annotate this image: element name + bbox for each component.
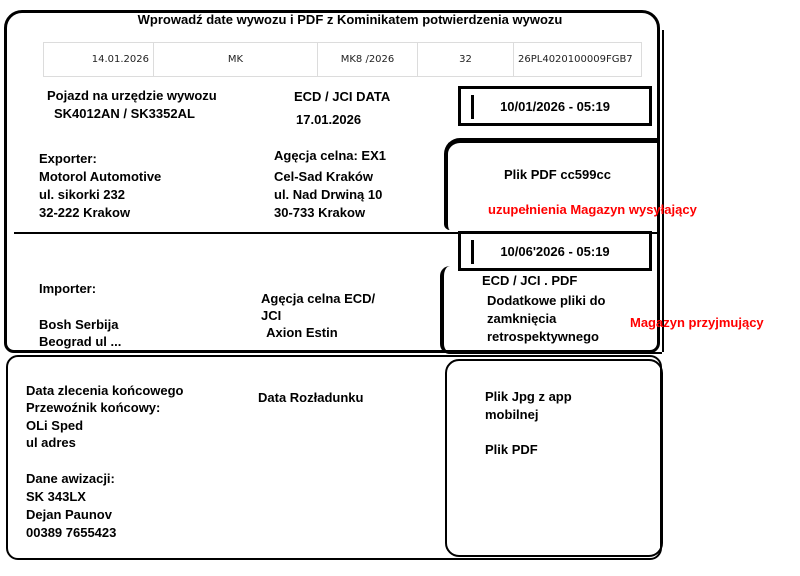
arrival-datetime-field[interactable]: 10/06'2026 - 05:19: [458, 231, 652, 271]
files-box[interactable]: [445, 359, 663, 557]
exporter-street: ul. sikorki 232: [39, 187, 125, 202]
page-title: Wprowadź date wywozu i PDF z Kominikatem…: [137, 12, 563, 27]
ecd-label: ECD / JCI DATA: [294, 89, 391, 104]
pdf-file-link[interactable]: Plik PDF: [485, 442, 538, 457]
advice-label: Dane awizacji:: [26, 471, 115, 486]
cursor-bar: [471, 95, 474, 119]
table-row: 14.01.2026 MK MK8 /2026 32 26PL402010000…: [43, 42, 642, 77]
import-agency-label-1: Agęcja celna ECD/: [261, 291, 376, 306]
ecd-date: 17.01.2026: [296, 112, 362, 127]
export-agency-street: ul. Nad Drwiną 10: [274, 187, 383, 202]
export-agency-label: Agęcja celna: EX1: [274, 148, 386, 163]
right-border-line: [662, 30, 664, 352]
cell-date[interactable]: 14.01.2026: [43, 42, 154, 77]
advice-driver: Dejan Paunov: [26, 507, 112, 522]
receiving-line-3: retrospektywnego: [487, 329, 599, 344]
cursor-bar: [471, 240, 474, 264]
vehicle-label: Pojazd na urzędzie wywozu: [47, 88, 217, 103]
pdf-upload-box[interactable]: [444, 138, 658, 230]
importer-name: Bosh Serbija: [39, 317, 119, 332]
import-agency-label-2: JCI: [261, 308, 282, 323]
top-section-frame: [4, 10, 660, 353]
cell-code[interactable]: MK: [153, 42, 318, 77]
final-carrier-name: OLi Sped: [26, 418, 84, 433]
receiving-warehouse-note: Magazyn przyjmujący: [630, 315, 764, 330]
jpg-file-line-1[interactable]: Plik Jpg z app: [485, 389, 572, 404]
exporter-city: 32-222 Krakow: [39, 205, 131, 220]
final-order-date-label: Data zlecenia końcowego: [26, 383, 184, 398]
departure-datetime-value: 10/01/2026 - 05:19: [500, 98, 610, 114]
pdf-file-label[interactable]: Plik PDF cc599cc: [504, 167, 611, 182]
exporter-label: Exporter:: [39, 151, 97, 166]
importer-address: Beograd ul ...: [39, 334, 122, 349]
cell-count[interactable]: 32: [417, 42, 514, 77]
final-carrier-label: Przewoźnik końcowy:: [26, 400, 161, 415]
departure-datetime-field[interactable]: 10/01/2026 - 05:19: [458, 86, 652, 126]
sending-warehouse-note: uzupełnienia Magazyn wysyłający: [488, 202, 697, 217]
arrival-datetime-value: 10/06'2026 - 05:19: [500, 243, 610, 259]
receiving-files-box[interactable]: [440, 266, 662, 354]
importer-label: Importer:: [39, 281, 97, 296]
jpg-file-line-2: mobilnej: [485, 407, 539, 422]
receiving-line-2: zamknięcia: [487, 311, 557, 326]
final-carrier-address: ul adres: [26, 435, 76, 450]
receiving-line-1: Dodatkowe pliki do: [487, 293, 606, 308]
summary-table: 14.01.2026 MK MK8 /2026 32 26PL402010000…: [43, 42, 642, 77]
section-divider: [14, 232, 658, 234]
vehicle-plates: SK4012AN / SK3352AL: [54, 106, 195, 121]
advice-phone: 00389 7655423: [26, 525, 117, 540]
export-agency-name: Cel-Sad Kraków: [274, 169, 373, 184]
cell-mrn[interactable]: 26PL4020100009FGB7: [513, 42, 642, 77]
advice-plate: SK 343LX: [26, 489, 86, 504]
unload-date-label: Data Rozładunku: [258, 390, 364, 405]
cell-reference[interactable]: MK8 /2026: [317, 42, 418, 77]
export-agency-city: 30-733 Krakow: [274, 205, 366, 220]
import-agency-name: Axion Estin: [263, 325, 338, 340]
exporter-name: Motorol Automotive: [39, 169, 162, 184]
receiving-ecd-label[interactable]: ECD / JCI . PDF: [482, 273, 578, 288]
